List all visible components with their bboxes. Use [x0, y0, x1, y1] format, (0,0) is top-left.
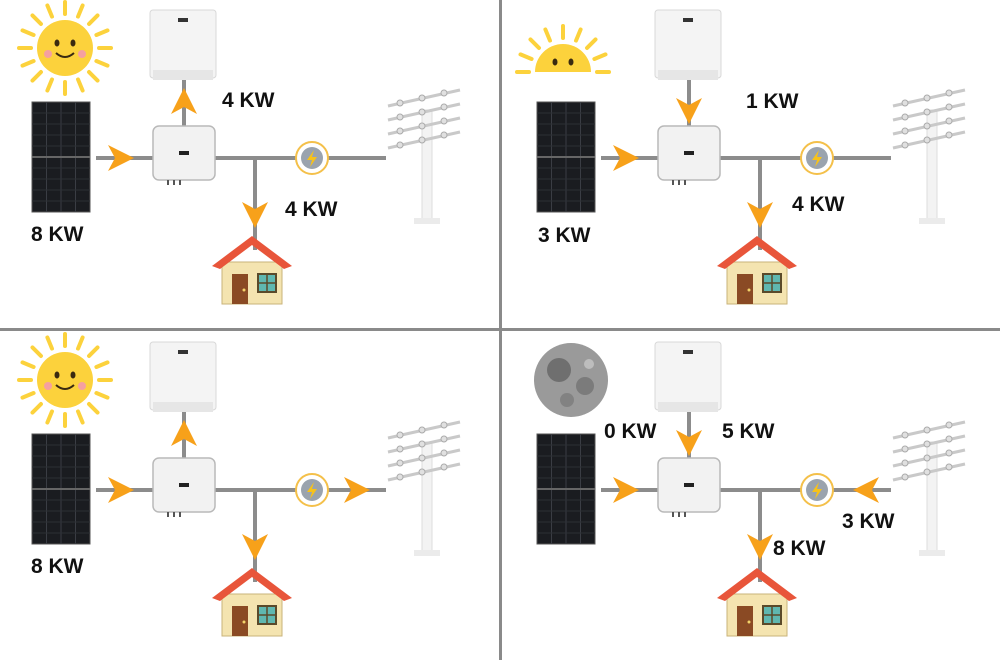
inverter-icon	[657, 457, 721, 517]
utility-pole-icon	[892, 420, 966, 556]
solar-power-label: 8 KW	[31, 223, 84, 246]
solar-panel-icon	[536, 101, 596, 213]
house-icon	[717, 236, 797, 305]
solar-power-label: 0 KW	[604, 420, 657, 443]
inverter-icon	[152, 125, 216, 185]
battery-icon	[149, 9, 217, 80]
load-power-label: 4 KW	[792, 193, 845, 216]
scenario-diagram	[515, 9, 966, 305]
moon-icon	[534, 343, 608, 417]
battery-power-label: 5 KW	[722, 420, 775, 443]
solar-panel-icon	[31, 101, 91, 213]
battery-icon	[654, 9, 722, 80]
meter-bolt-icon	[800, 473, 834, 507]
meter-bolt-icon	[800, 141, 834, 175]
scenario-diagram	[534, 341, 966, 637]
battery-icon	[149, 341, 217, 412]
solar-panel-icon	[31, 433, 91, 545]
flow-arrow	[747, 202, 773, 228]
scenario-panel-2: 3 KW 1 KW 4 KW	[505, 0, 1000, 330]
scenario-panel-4: 0 KW 5 KW 3 KW 8 KW	[505, 332, 1000, 662]
flow-arrow	[108, 477, 134, 503]
utility-pole-icon	[892, 88, 966, 224]
flow-arrow	[108, 145, 134, 171]
flow-arrow	[171, 420, 197, 446]
flow-arrow	[676, 98, 702, 124]
flow-arrow	[613, 477, 639, 503]
house-icon	[717, 568, 797, 637]
scenario-diagram	[17, 0, 461, 305]
solar-power-label: 3 KW	[538, 224, 591, 247]
scenario-panel-1: 8 KW 4 KW 4 KW	[0, 0, 500, 330]
flow-arrow	[344, 477, 370, 503]
house-icon	[212, 236, 292, 305]
flow-arrow	[613, 145, 639, 171]
house-icon	[212, 568, 292, 637]
scenario-diagram	[17, 332, 461, 637]
inverter-icon	[152, 457, 216, 517]
flow-arrow	[171, 88, 197, 114]
solar-panel-icon	[536, 433, 596, 545]
meter-bolt-icon	[295, 473, 329, 507]
battery-icon	[654, 341, 722, 412]
flow-arrow	[242, 202, 268, 228]
flow-arrow	[853, 477, 879, 503]
flow-arrow	[747, 534, 773, 560]
sun-icon	[17, 0, 113, 96]
battery-power-label: 1 KW	[746, 90, 799, 113]
load-power-label: 8 KW	[773, 537, 826, 560]
battery-power-label: 4 KW	[222, 89, 275, 112]
solar-power-label: 8 KW	[31, 555, 84, 578]
grid-power-label: 3 KW	[842, 510, 895, 533]
utility-pole-icon	[387, 420, 461, 556]
inverter-icon	[657, 125, 721, 185]
scenario-panel-3: 8 KW	[0, 332, 500, 662]
flow-arrow	[676, 430, 702, 456]
utility-pole-icon	[387, 88, 461, 224]
horizontal-divider	[0, 328, 1000, 331]
meter-bolt-icon	[295, 141, 329, 175]
sun-icon	[17, 332, 113, 428]
sun-icon	[515, 24, 611, 74]
load-power-label: 4 KW	[285, 198, 338, 221]
flow-arrow	[242, 534, 268, 560]
